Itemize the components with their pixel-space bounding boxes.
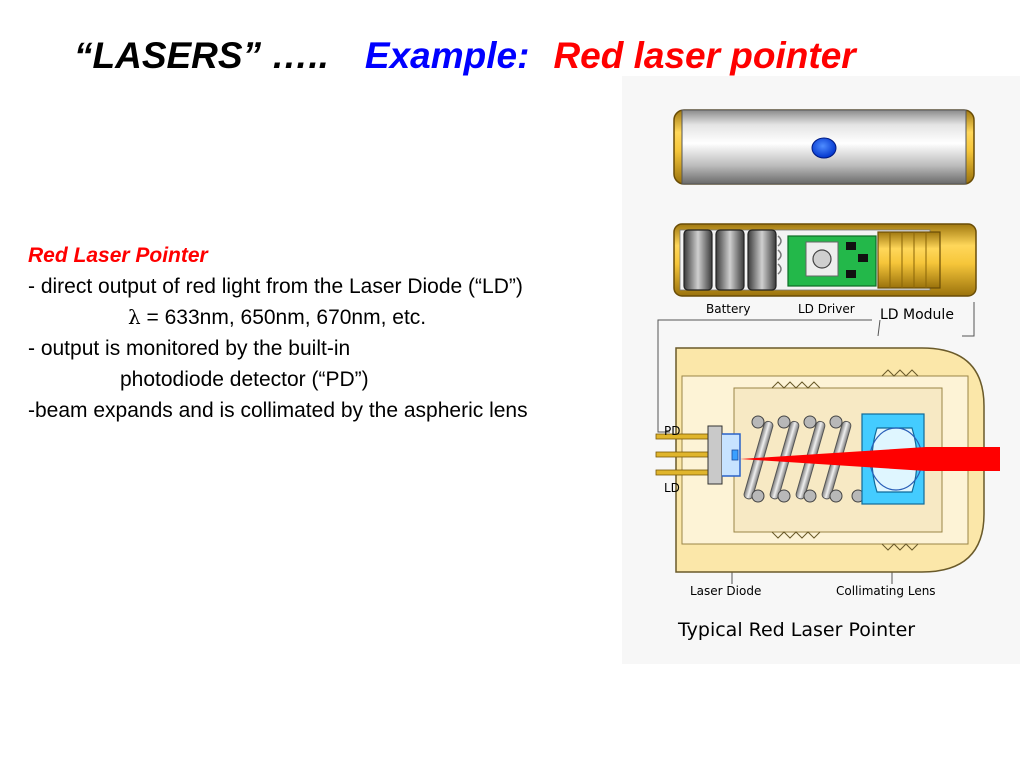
label-ld: LD bbox=[664, 481, 680, 495]
laser-pointer-figure: Battery LD Driver LD Module PD LD Laser … bbox=[622, 76, 1020, 664]
bullet-direct-output: - direct output of red light from the La… bbox=[28, 275, 523, 298]
label-pd: PD bbox=[664, 424, 681, 438]
pointer-cutaway bbox=[673, 223, 977, 297]
laser-pointer-diagram bbox=[655, 109, 1000, 584]
figure-caption: Typical Red Laser Pointer bbox=[678, 619, 916, 641]
lambda-symbol: λ bbox=[128, 305, 141, 329]
bullet-list: Red Laser Pointer - direct output of red… bbox=[28, 240, 648, 426]
power-button bbox=[811, 137, 837, 159]
label-ld-module: LD Module bbox=[880, 307, 954, 323]
label-ld-driver: LD Driver bbox=[798, 302, 855, 316]
leader-ld-module-top bbox=[877, 319, 881, 337]
label-laser-diode: Laser Diode bbox=[690, 584, 762, 598]
bullet-photodiode: photodiode detector (“PD”) bbox=[120, 368, 369, 391]
housing-threads bbox=[771, 369, 919, 551]
pointer-exterior bbox=[673, 109, 975, 185]
ld-module-section bbox=[655, 347, 1000, 573]
leader-pd bbox=[657, 319, 872, 433]
bullet-monitored: - output is monitored by the built-in bbox=[28, 337, 351, 360]
label-battery: Battery bbox=[706, 302, 751, 316]
laser-beam bbox=[740, 447, 1000, 471]
battery-cells bbox=[683, 229, 777, 291]
title-red-laser-pointer: Red laser pointer bbox=[553, 35, 856, 76]
bullet-wavelengths: λ = 633nm, 650nm, 670nm, etc. bbox=[28, 302, 648, 333]
bullet-collimated: -beam expands and is collimated by the a… bbox=[28, 399, 528, 422]
title-lasers: “LASERS” ….. bbox=[74, 35, 329, 76]
laser-diode-package bbox=[707, 425, 741, 485]
title-example: Example: bbox=[364, 35, 530, 76]
battery-spring bbox=[777, 235, 782, 275]
slide-title: “LASERS” ….. Example: Red laser pointer bbox=[74, 34, 856, 78]
spring-coil-ends bbox=[751, 415, 865, 503]
bullet-heading: Red Laser Pointer bbox=[28, 244, 208, 267]
label-collimating-lens: Collimating Lens bbox=[836, 584, 936, 598]
leader-ld-module-right bbox=[962, 302, 975, 337]
ld-driver-board bbox=[787, 235, 877, 287]
wavelength-values: = 633nm, 650nm, 670nm, etc. bbox=[146, 306, 427, 329]
ld-module-cutaway bbox=[877, 231, 941, 289]
diode-leads bbox=[655, 433, 715, 476]
